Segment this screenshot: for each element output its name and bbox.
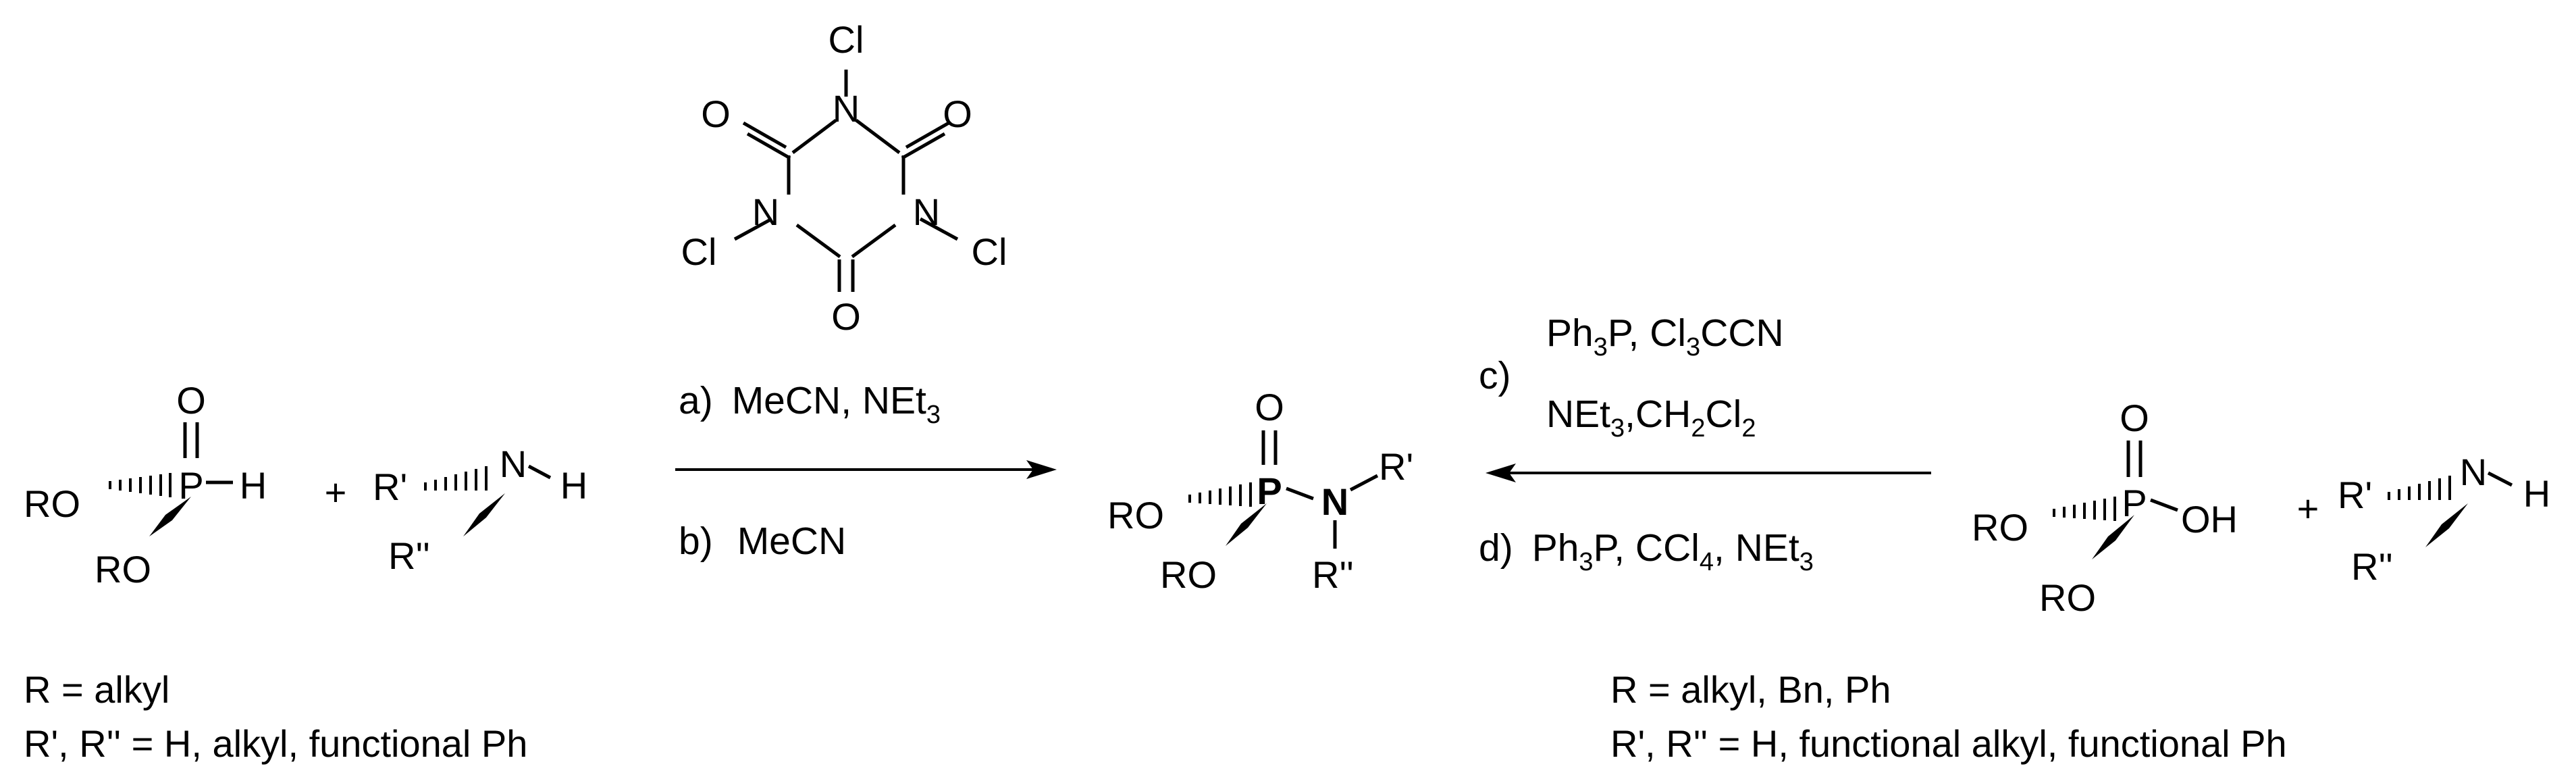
bond (1286, 486, 1314, 501)
atom-h: H (2523, 472, 2550, 515)
condition-c-line2: NEt3,CH2Cl2 (1546, 393, 1756, 443)
group-ro: RO (1972, 506, 2028, 549)
bond (901, 132, 946, 160)
bond (919, 217, 959, 241)
atom-n: N (833, 87, 860, 130)
plus-sign: + (325, 471, 347, 513)
bond (2150, 498, 2178, 512)
atom-n: N (2460, 451, 2487, 493)
wedge-bond (149, 497, 191, 536)
phosphate-structure: O P OH RO RO (1972, 397, 2238, 619)
hashed-bond (2388, 476, 2451, 500)
atom-o: O (1255, 386, 1284, 428)
bond (791, 119, 837, 154)
group-ro: RO (1107, 494, 1164, 536)
atom-o: O (176, 379, 206, 422)
note-right-r2: R', R'' = H, functional alkyl, functiona… (1610, 722, 2287, 765)
atom-p: P (2122, 482, 2147, 524)
group-r1: R' (373, 466, 407, 508)
atom-o: O (831, 295, 861, 338)
atom-h: H (560, 464, 587, 507)
plus-sign: + (2297, 487, 2319, 530)
note-left-r: R = alkyl (24, 668, 169, 711)
group-r2: R'' (1312, 553, 1354, 596)
amine-structure-right: R' N H R'' (2338, 451, 2550, 588)
hashed-bond (2053, 497, 2116, 521)
wedge-bond (2092, 515, 2134, 559)
group-r1: R' (2338, 474, 2372, 516)
condition-a-text: MeCN, NEt (732, 379, 926, 422)
bond (527, 464, 552, 480)
hashed-bond (109, 473, 172, 497)
bond (855, 119, 901, 154)
wedge-bond (1226, 503, 1267, 546)
atom-o: O (701, 93, 731, 135)
wedge-bond (2425, 503, 2468, 547)
condition-a: a) MeCN, NEt3 (679, 379, 941, 429)
atom-n: N (913, 191, 940, 233)
condition-c-line1: Ph3P, Cl3CCN (1546, 311, 1784, 361)
phosphite-structure: O P H RO RO (24, 379, 267, 591)
wedge-bond (463, 493, 505, 536)
group-r1: R' (1379, 445, 1413, 488)
product-structure: O P N R' RO RO R'' (1107, 386, 1413, 596)
atom-cl: Cl (829, 18, 864, 61)
atom-cl: Cl (681, 230, 717, 273)
bond (746, 132, 791, 160)
atom-h: H (240, 464, 267, 507)
condition-a-marker: a) (679, 379, 713, 422)
amine-structure-left: R' N H R'' (373, 443, 587, 577)
atom-p: P (178, 464, 203, 507)
atom-cl: Cl (972, 230, 1007, 273)
condition-b: b) MeCN (679, 520, 846, 563)
bond (733, 217, 773, 241)
atom-n: N (752, 191, 779, 233)
bond (905, 121, 950, 149)
reverse-arrow (1486, 463, 1931, 482)
group-r2: R'' (388, 534, 430, 577)
bond (851, 223, 897, 259)
tcca-structure: Cl N O O N N Cl Cl O (681, 18, 1007, 338)
atom-p: P (1257, 470, 1282, 512)
atom-n: N (500, 443, 527, 485)
group-r2: R'' (2351, 545, 2393, 588)
group-oh: OH (2181, 498, 2238, 541)
bond (1349, 474, 1379, 492)
hashed-bond (424, 466, 488, 491)
condition-d: d)Ph3P, CCl4, NEt3 (1479, 526, 1814, 576)
group-ro: RO (1160, 553, 1217, 596)
condition-c-marker: c) (1479, 354, 1510, 397)
bond (742, 121, 787, 149)
hashed-bond (1188, 482, 1252, 507)
condition-b-marker: b) (679, 520, 713, 563)
atom-o: O (943, 93, 972, 135)
condition-b-text: MeCN (737, 520, 847, 563)
group-ro: RO (95, 548, 151, 591)
forward-arrow (675, 460, 1057, 479)
group-ro: RO (2039, 576, 2096, 619)
atom-o: O (2120, 397, 2149, 439)
bond (2487, 471, 2513, 487)
note-right-r: R = alkyl, Bn, Ph (1610, 668, 1891, 711)
condition-a-sub: 3 (926, 401, 941, 429)
group-ro: RO (24, 482, 80, 525)
atom-n: N (1321, 480, 1348, 523)
bond (795, 223, 841, 259)
condition-d-marker: d) (1479, 526, 1513, 570)
note-left-r2: R', R'' = H, alkyl, functional Ph (24, 722, 527, 765)
